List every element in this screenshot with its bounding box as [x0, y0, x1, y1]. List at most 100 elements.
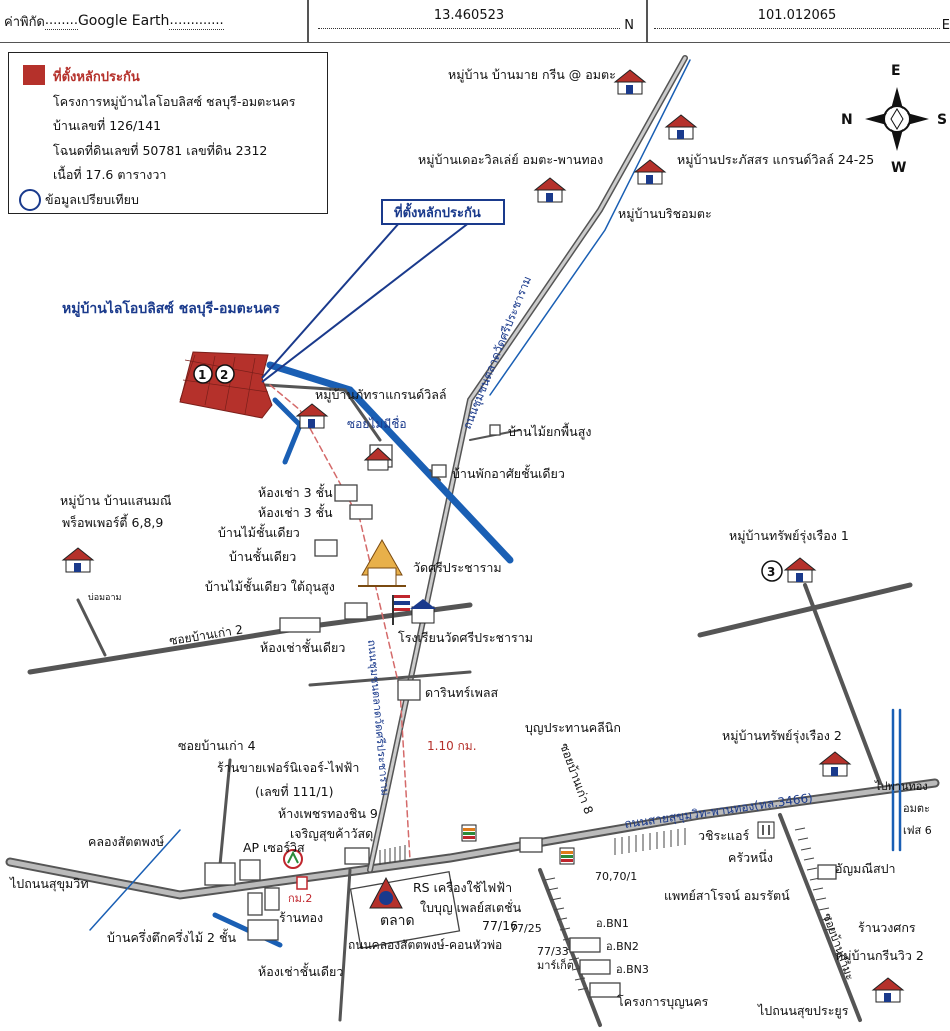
- place-70: 70,70/1: [595, 870, 637, 883]
- place-km2: กม.2: [288, 892, 312, 905]
- soi-ban-kao-4: [218, 758, 232, 867]
- place-saenmanee-2: พร็อพเพอร์ตี้ 6,8,9: [62, 513, 163, 530]
- subject-marker-1: 1: [198, 368, 206, 382]
- legend-area-line: เนื้อที่ 17.6 ตารางวา: [53, 167, 167, 182]
- place-to-sukprasert: ไปถนนสุขประยูร: [757, 1003, 849, 1019]
- source-dots-right: …..........: [169, 12, 224, 30]
- place-furniture-2: (เลขที่ 111/1): [255, 783, 333, 799]
- place-room2: ห้องเช่าชั้นเดียว: [258, 962, 343, 979]
- compass-west: N: [841, 112, 853, 128]
- coordinate-label-cell: ค่าพิกัด ........ Google Earth …........…: [4, 0, 224, 42]
- compass-south: W: [891, 160, 906, 176]
- road-label-soi-nameless: ซอยไม่มีชื่อ: [347, 415, 407, 431]
- place-single1: บ้านชั้นเดียว: [229, 547, 296, 564]
- source-name: Google Earth: [77, 13, 170, 29]
- place-bn2: อ.BN2: [606, 940, 639, 953]
- place-furniture-1: ร้านขายเฟอร์นิเจอร์-ไฟฟ้า: [217, 760, 359, 775]
- place-pond: บ่อมอาม: [88, 593, 122, 603]
- longitude-cell: 101.012065 E: [654, 0, 950, 42]
- latitude-cell: 13.460523 N: [318, 0, 638, 42]
- place-market-bn: มาร์เก็ต: [537, 958, 574, 972]
- latitude-value: 13.460523: [433, 8, 505, 23]
- header-divider: [646, 0, 648, 42]
- route-dashed: [269, 384, 411, 861]
- legend-deed-line: โฉนดที่ดินเลขที่ 50781 เลขที่ดิน 2312: [53, 143, 268, 158]
- place-kruanueng: ครัวหนึ่ง: [728, 849, 773, 865]
- place-boon-express-2: 77/16: [482, 918, 518, 933]
- header-divider: [307, 0, 309, 42]
- distance-label: 1.10 กม.: [427, 739, 477, 753]
- place-gold-2: เจริญสุขค้าวัสดุ: [290, 826, 373, 842]
- road-label-vertical-mid: ถนนชุมชนตลาดวัดศรีประชาราม: [365, 639, 392, 796]
- klong-road: [338, 868, 352, 1022]
- soi-lower-mid: [308, 670, 472, 687]
- callout-lines: [261, 221, 471, 383]
- place-rs: RS เครื่องใช้ไฟฟ้า: [413, 879, 512, 895]
- school-icon: [392, 595, 436, 625]
- legend-comparable-label: ข้อมูลเปรียบเทียบ: [45, 192, 139, 207]
- place-pattra: หมู่บ้านภัทราแกรนด์วิลล์: [315, 387, 447, 403]
- compass-east: S: [937, 112, 947, 128]
- place-temple: วัดศรีประชาราม: [413, 560, 502, 575]
- subject-markers: 1 2: [193, 364, 235, 384]
- place-boonnakorn: โครงการบุญนคร: [617, 994, 709, 1010]
- place-to-amata-1: ไปพานทอง: [874, 780, 928, 793]
- soi-to-pond: [76, 598, 107, 657]
- place-gold-1: ห้างเพชรทองชิน 9: [278, 806, 378, 821]
- canal-main: [266, 361, 514, 564]
- place-soi-ganmak: ซอยบ้านกำมะ: [820, 911, 857, 982]
- place-bn3: อ.BN3: [616, 963, 649, 976]
- compass: E N S W: [841, 63, 947, 176]
- comparable-marker-label: 3: [767, 565, 775, 579]
- place-sap-rungruang-1: หมู่บ้านทรัพย์รุ่งเรือง 1: [729, 528, 849, 544]
- house-icon: [783, 557, 817, 583]
- latitude-suffix: N: [624, 18, 634, 33]
- place-to-sukhumvit: ไปถนนสุขุมวิท: [9, 876, 89, 892]
- place-soi-ban-kao-4: ซอยบ้านเก่า 4: [178, 738, 256, 753]
- place-doctor: แพทย์สาโรจน์ อมรรัตน์: [664, 888, 790, 903]
- coordinate-header: ค่าพิกัด ........ Google Earth …........…: [0, 0, 950, 43]
- house-icon: [871, 977, 905, 1003]
- house-icon: [664, 114, 698, 140]
- soi-nameless: [263, 383, 382, 442]
- house-icon: [295, 403, 329, 429]
- place-boon-clinic: บุญประทานคลีนิก: [525, 720, 621, 736]
- property-swatch: [23, 65, 45, 85]
- place-room3b: ห้องเช่า 3 ชั้น: [258, 503, 333, 520]
- place-wood1: บ้านไม้ชั้นเดียว: [218, 523, 300, 540]
- place-boon-express-1: ใบบุญ เพลย์สเตชั่น: [420, 899, 522, 916]
- project-title: หมู่บ้านไลโอบลิสซ์ ชลบุรี-อมตะนคร: [62, 299, 280, 317]
- canal-branch: [272, 397, 303, 465]
- latitude-dots: [318, 28, 620, 29]
- market-icon: [369, 876, 403, 909]
- map-legend: ที่ตั้งหลักประกัน โครงการหมู่บ้านไลโอบลิ…: [8, 52, 328, 214]
- house-icon: [613, 69, 647, 95]
- longitude-dots: [654, 28, 940, 29]
- road-label-klong: ถนนคลองสัตตพงษ์-คอนหัวพ่อ: [348, 938, 502, 952]
- place-market: ตลาด: [380, 913, 415, 929]
- seven-eleven-icon: [461, 824, 575, 865]
- building-boxes: [204, 424, 837, 998]
- place-gold-shop: ร้านทอง: [279, 910, 323, 925]
- place-wood-raised: บ้านไม้ชั้นเดียว ใต้ถุนสูง: [205, 577, 335, 595]
- place-room1: ห้องเช่าชั้นเดียว: [260, 638, 345, 655]
- callout-box: ที่ตั้งหลักประกัน: [381, 199, 505, 225]
- house-icon: [633, 159, 667, 185]
- railway-ticks: [379, 827, 836, 991]
- legend-property-label: ที่ตั้งหลักประกัน: [53, 70, 140, 85]
- place-to-amata-3: เฟส 6: [903, 824, 932, 837]
- place-room3a: ห้องเช่า 3 ชั้น: [258, 483, 333, 500]
- house-icon: [363, 447, 393, 471]
- place-wongsakorn: ร้านวงศกร: [858, 920, 916, 935]
- place-saenmanee-1: หมู่บ้าน บ้านแสนมณี: [60, 493, 172, 509]
- callout-label: ที่ตั้งหลักประกัน: [394, 202, 481, 221]
- place-ap-service: AP เซอร์วิส: [243, 840, 305, 855]
- location-map: E N S W ที่ตั้งหลักประกัน หมู่บ้านไลโอบล…: [5, 55, 947, 1027]
- canal-blue-thin: [489, 59, 691, 396]
- place-7725: 77/25: [510, 922, 542, 935]
- canal-klong-sattapong: [89, 829, 181, 931]
- house-icon: [61, 547, 95, 573]
- place-darin: ดารินทร์เพลส: [425, 685, 499, 700]
- place-labels: หมู่บ้าน บ้านมาย กรีน @ อมตะ หมู่บ้านเดอ…: [9, 67, 932, 1019]
- legend-house-no: บ้านเลขที่ 126/141: [53, 118, 162, 133]
